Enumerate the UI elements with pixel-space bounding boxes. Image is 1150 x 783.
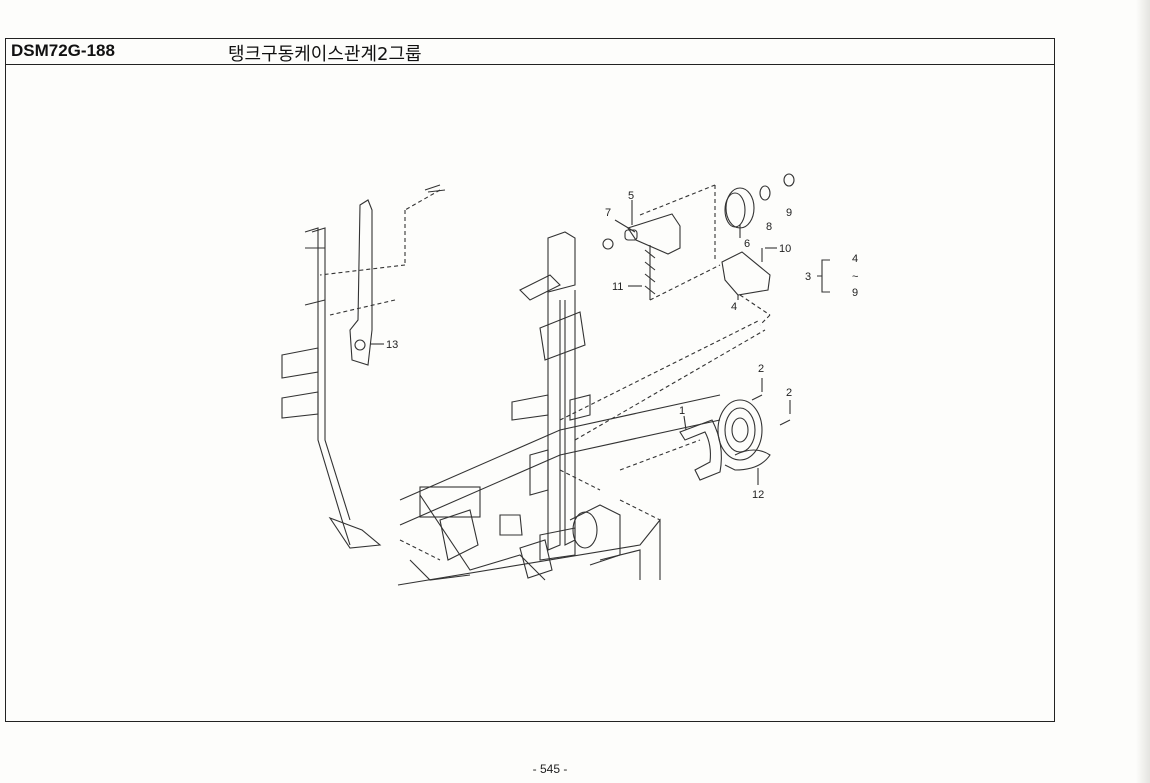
pulley-parts (619, 378, 791, 485)
callout-1: 1 (679, 405, 685, 417)
callout-9: 9 (786, 207, 792, 219)
callout-7: 7 (605, 207, 611, 219)
callout-13: 13 (386, 339, 398, 351)
page-edge-shadow (1136, 0, 1150, 783)
lever-assembly (281, 184, 446, 549)
range-separator: ~ (852, 271, 858, 283)
callout-4: 4 (731, 301, 737, 313)
callout-5: 5 (628, 190, 634, 202)
range-from: 4 (852, 253, 858, 265)
callout-2b: 2 (786, 387, 792, 399)
callout-12: 12 (752, 489, 764, 501)
base-frame (397, 394, 721, 586)
range-to: 9 (852, 287, 858, 299)
parts-sheet: DSM72G-188 탱크구동케이스관계2그룹 (5, 38, 1055, 722)
central-post (511, 231, 766, 561)
group-name: 탱크구동케이스관계2그룹 (228, 44, 422, 65)
page-number: - 545 - (532, 762, 568, 776)
callout-10: 10 (779, 243, 791, 255)
callout-2a: 2 (758, 363, 764, 375)
tensioner-parts (602, 173, 830, 326)
callout-3: 3 (805, 271, 811, 283)
callout-6: 6 (744, 238, 750, 250)
part-code: DSM72G-188 (11, 41, 115, 60)
callout-8: 8 (766, 221, 772, 233)
callout-11: 11 (612, 281, 623, 293)
title-bar: DSM72G-188 탱크구동케이스관계2그룹 (6, 39, 1054, 65)
